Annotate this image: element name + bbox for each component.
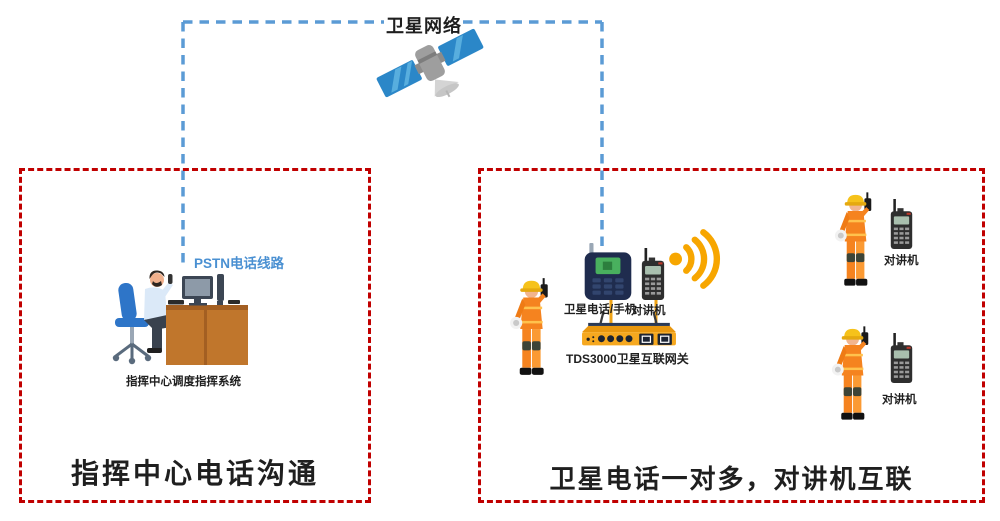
dispatch-system-label: 指挥中心调度指挥系统 — [126, 376, 241, 388]
pstn-line-label: PSTN电话线路 — [194, 256, 285, 271]
walkie-talkie-center-label: 对讲机 — [631, 305, 666, 317]
gateway-label: TDS3000卫星互联网关 — [566, 352, 689, 366]
satellite-icon — [374, 26, 486, 106]
walkie-talkie-3-label: 对讲机 — [882, 394, 917, 406]
walkie-talkie-2-label: 对讲机 — [884, 255, 919, 267]
firefighter-2-icon — [831, 190, 886, 289]
field-zone-title: 卫星电话一对多，对讲机互联 — [549, 464, 914, 494]
satellite-phone-icon — [584, 243, 632, 301]
walkie-talkie-center-icon — [640, 248, 666, 301]
satellite-phone-label: 卫星电话/手机 — [564, 304, 637, 316]
firefighter-1-icon — [506, 276, 563, 378]
gateway-router-icon — [580, 309, 678, 347]
command-center-zone — [19, 168, 371, 503]
operator-desk-illustration — [104, 263, 252, 370]
walkie-talkie-2-icon — [889, 199, 914, 250]
wifi-signal-icon — [666, 226, 730, 292]
satellite-network-label: 卫星网络 — [386, 16, 462, 36]
command-center-title: 指挥中心电话沟通 — [70, 458, 319, 489]
walkie-talkie-3-icon — [889, 333, 914, 384]
field-zone — [478, 168, 985, 503]
firefighter-3-icon — [828, 324, 883, 423]
